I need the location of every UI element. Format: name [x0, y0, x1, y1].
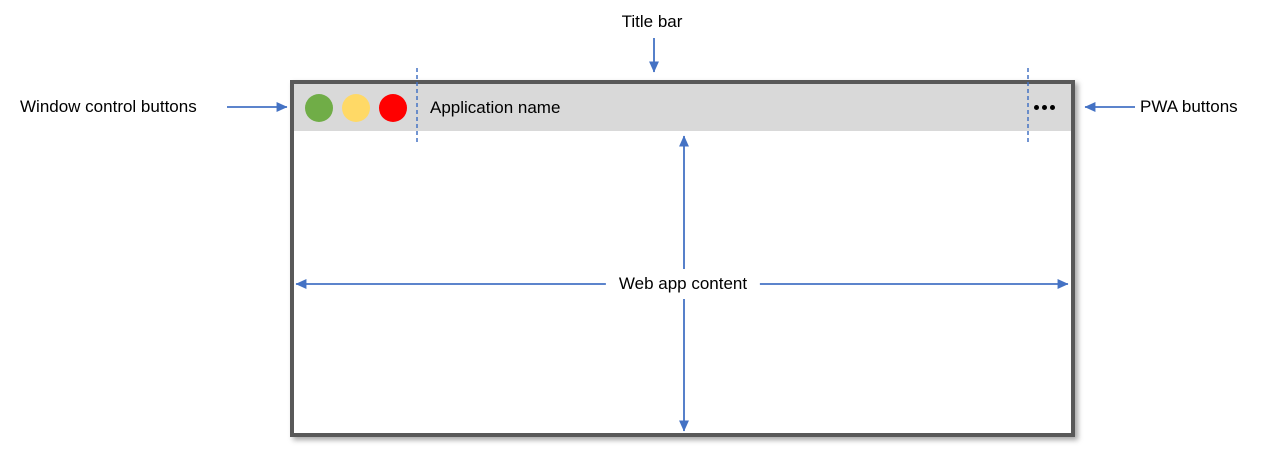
app-window: Application name: [290, 80, 1075, 437]
web-app-content-label: Web app content: [605, 269, 761, 299]
pwa-buttons-label: PWA buttons: [1140, 97, 1238, 116]
title-bar[interactable]: Application name: [294, 84, 1071, 131]
pwa-menu-ellipsis-icon[interactable]: [1034, 105, 1055, 110]
window-control-green-icon[interactable]: [305, 93, 333, 122]
window-control-yellow-icon[interactable]: [342, 93, 370, 122]
window-control-red-icon[interactable]: [379, 93, 407, 122]
application-name: Application name: [430, 97, 561, 117]
title-bar-label: Title bar: [621, 12, 683, 31]
window-control-buttons-label: Window control buttons: [20, 97, 197, 116]
